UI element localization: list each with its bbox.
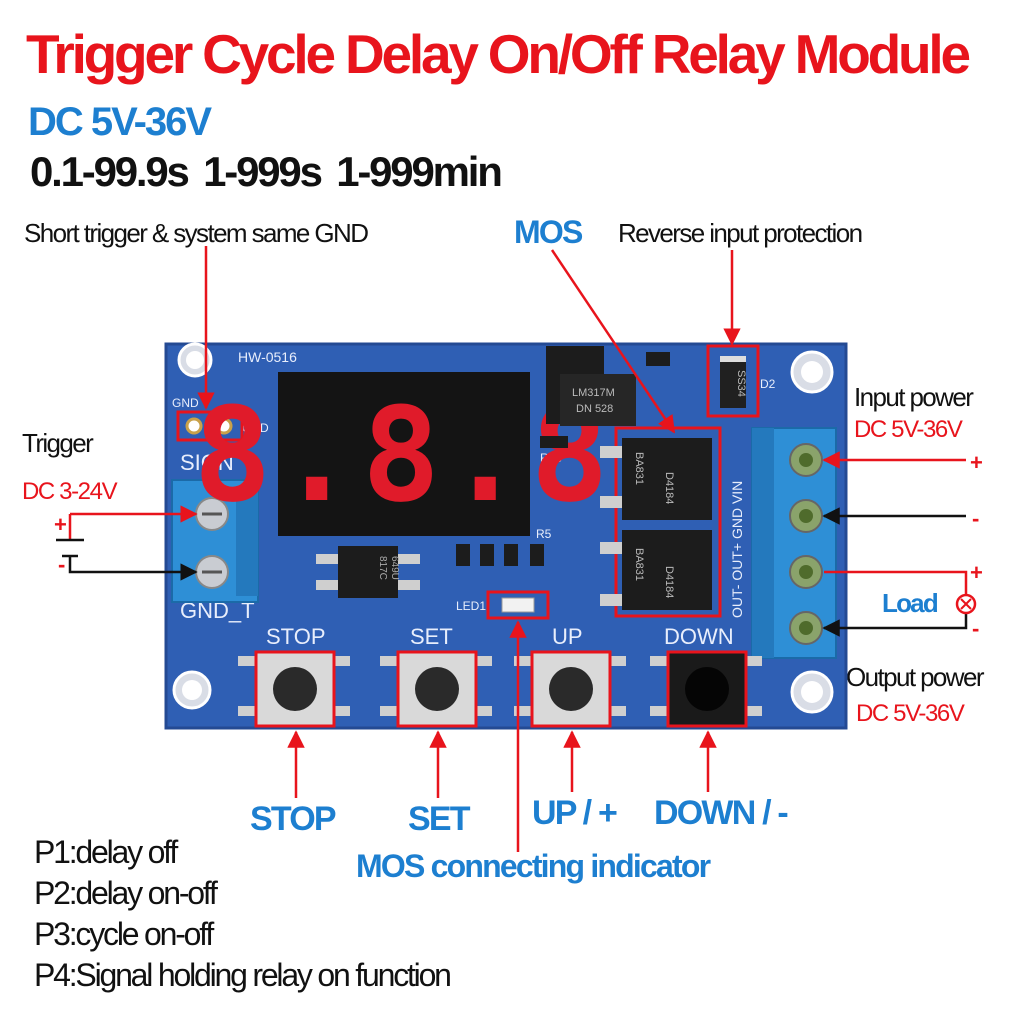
silk-stop: STOP	[266, 624, 326, 649]
silk-up: UP	[552, 624, 583, 649]
trigger-callout: Trigger	[22, 428, 94, 458]
silk-led1: LED1	[456, 599, 486, 613]
svg-text:BA831: BA831	[633, 452, 645, 485]
callout-arrows	[68, 246, 968, 852]
power-terminal	[751, 427, 837, 659]
regulator-label: LM317M	[572, 387, 615, 399]
wiring-black	[68, 507, 968, 637]
output-plus: +	[970, 560, 983, 585]
diode-box	[706, 344, 760, 418]
mode-p4: P4:Signal holding relay on function	[34, 957, 452, 993]
voltage-regulator: LM317M DN 528	[546, 346, 670, 426]
silk-gnd: GND	[242, 421, 269, 435]
mode-p2: P2:delay on-off	[34, 875, 218, 911]
svg-text:D4184: D4184	[663, 566, 675, 598]
svg-text:D4184: D4184	[663, 472, 675, 504]
silk-r5: R5	[536, 527, 552, 541]
mode-p1: P1:delay off	[34, 834, 178, 870]
svg-text:BA831: BA831	[633, 548, 645, 581]
mos-callout: MOS	[514, 214, 583, 250]
svg-text:649U: 649U	[389, 556, 400, 580]
mosfet-lower: BA831 D4184	[600, 530, 712, 610]
silk-sign: SIGN	[180, 450, 234, 475]
mode-list: P1:delay off P2:delay on-off P3:cycle on…	[34, 832, 452, 996]
input-voltage: DC 5V-36V	[854, 416, 963, 443]
trigger-minus: -	[58, 552, 65, 577]
set-pushbutton	[380, 650, 492, 728]
board-model: HW-0516	[238, 349, 297, 365]
optocoupler: 817C 649U	[316, 546, 420, 598]
short-trigger-callout: Short trigger & system same GND	[24, 218, 369, 248]
svg-text:817C: 817C	[377, 556, 388, 580]
load-label: Load	[882, 588, 939, 618]
seven-segment-display	[278, 372, 530, 536]
trigger-terminal	[171, 479, 259, 603]
time-ranges: 0.1-99.9s 1-999s 1-999min	[30, 148, 503, 195]
silk-r10: R10	[540, 451, 562, 465]
load-icon	[955, 593, 977, 615]
output-minus: -	[972, 616, 979, 641]
reverse-protection-callout: Reverse input protection	[618, 218, 863, 248]
mos-indicator-callout: MOS connecting indicator	[356, 848, 711, 884]
set-callout: SET	[408, 800, 471, 838]
trigger-pins-box	[176, 410, 244, 442]
mounting-holes	[172, 342, 834, 714]
down-callout: DOWN / -	[654, 794, 789, 832]
display-digits: 8.8.8	[193, 379, 614, 531]
up-callout: UP / +	[532, 794, 618, 832]
mos-led-box	[486, 590, 550, 620]
battery-icon	[56, 538, 84, 558]
silk-set: SET	[410, 624, 453, 649]
silk-down: DOWN	[664, 624, 734, 649]
trigger-voltage: DC 3-24V	[22, 478, 118, 505]
trigger-pin	[215, 417, 233, 435]
diode-label: SS34	[735, 370, 747, 397]
gnd-pin	[185, 417, 203, 435]
mosfet-upper: BA831 D4184	[600, 438, 712, 520]
mode-p3: P3:cycle on-off	[34, 916, 214, 952]
silk-terminals: OUT- OUT+ GND VIN	[729, 481, 745, 618]
stop-pushbutton	[238, 650, 350, 728]
smd-resistors	[456, 436, 568, 566]
input-minus: -	[972, 506, 979, 531]
input-plus: +	[970, 450, 983, 475]
mos-led	[501, 597, 535, 613]
voltage-range: DC 5V-36V	[28, 100, 212, 144]
stop-callout: STOP	[250, 800, 337, 838]
regulator-code: DN 528	[576, 403, 613, 415]
output-power-callout: Output power	[846, 662, 984, 692]
trigger-plus: +	[54, 512, 67, 537]
down-pushbutton	[650, 650, 762, 728]
silk-d2: D2	[760, 377, 776, 391]
output-voltage: DC 5V-36V	[856, 700, 965, 727]
page-title: Trigger Cycle Delay On/Off Relay Module	[26, 23, 971, 85]
up-pushbutton	[514, 650, 626, 728]
input-power-callout: Input power	[854, 382, 974, 412]
